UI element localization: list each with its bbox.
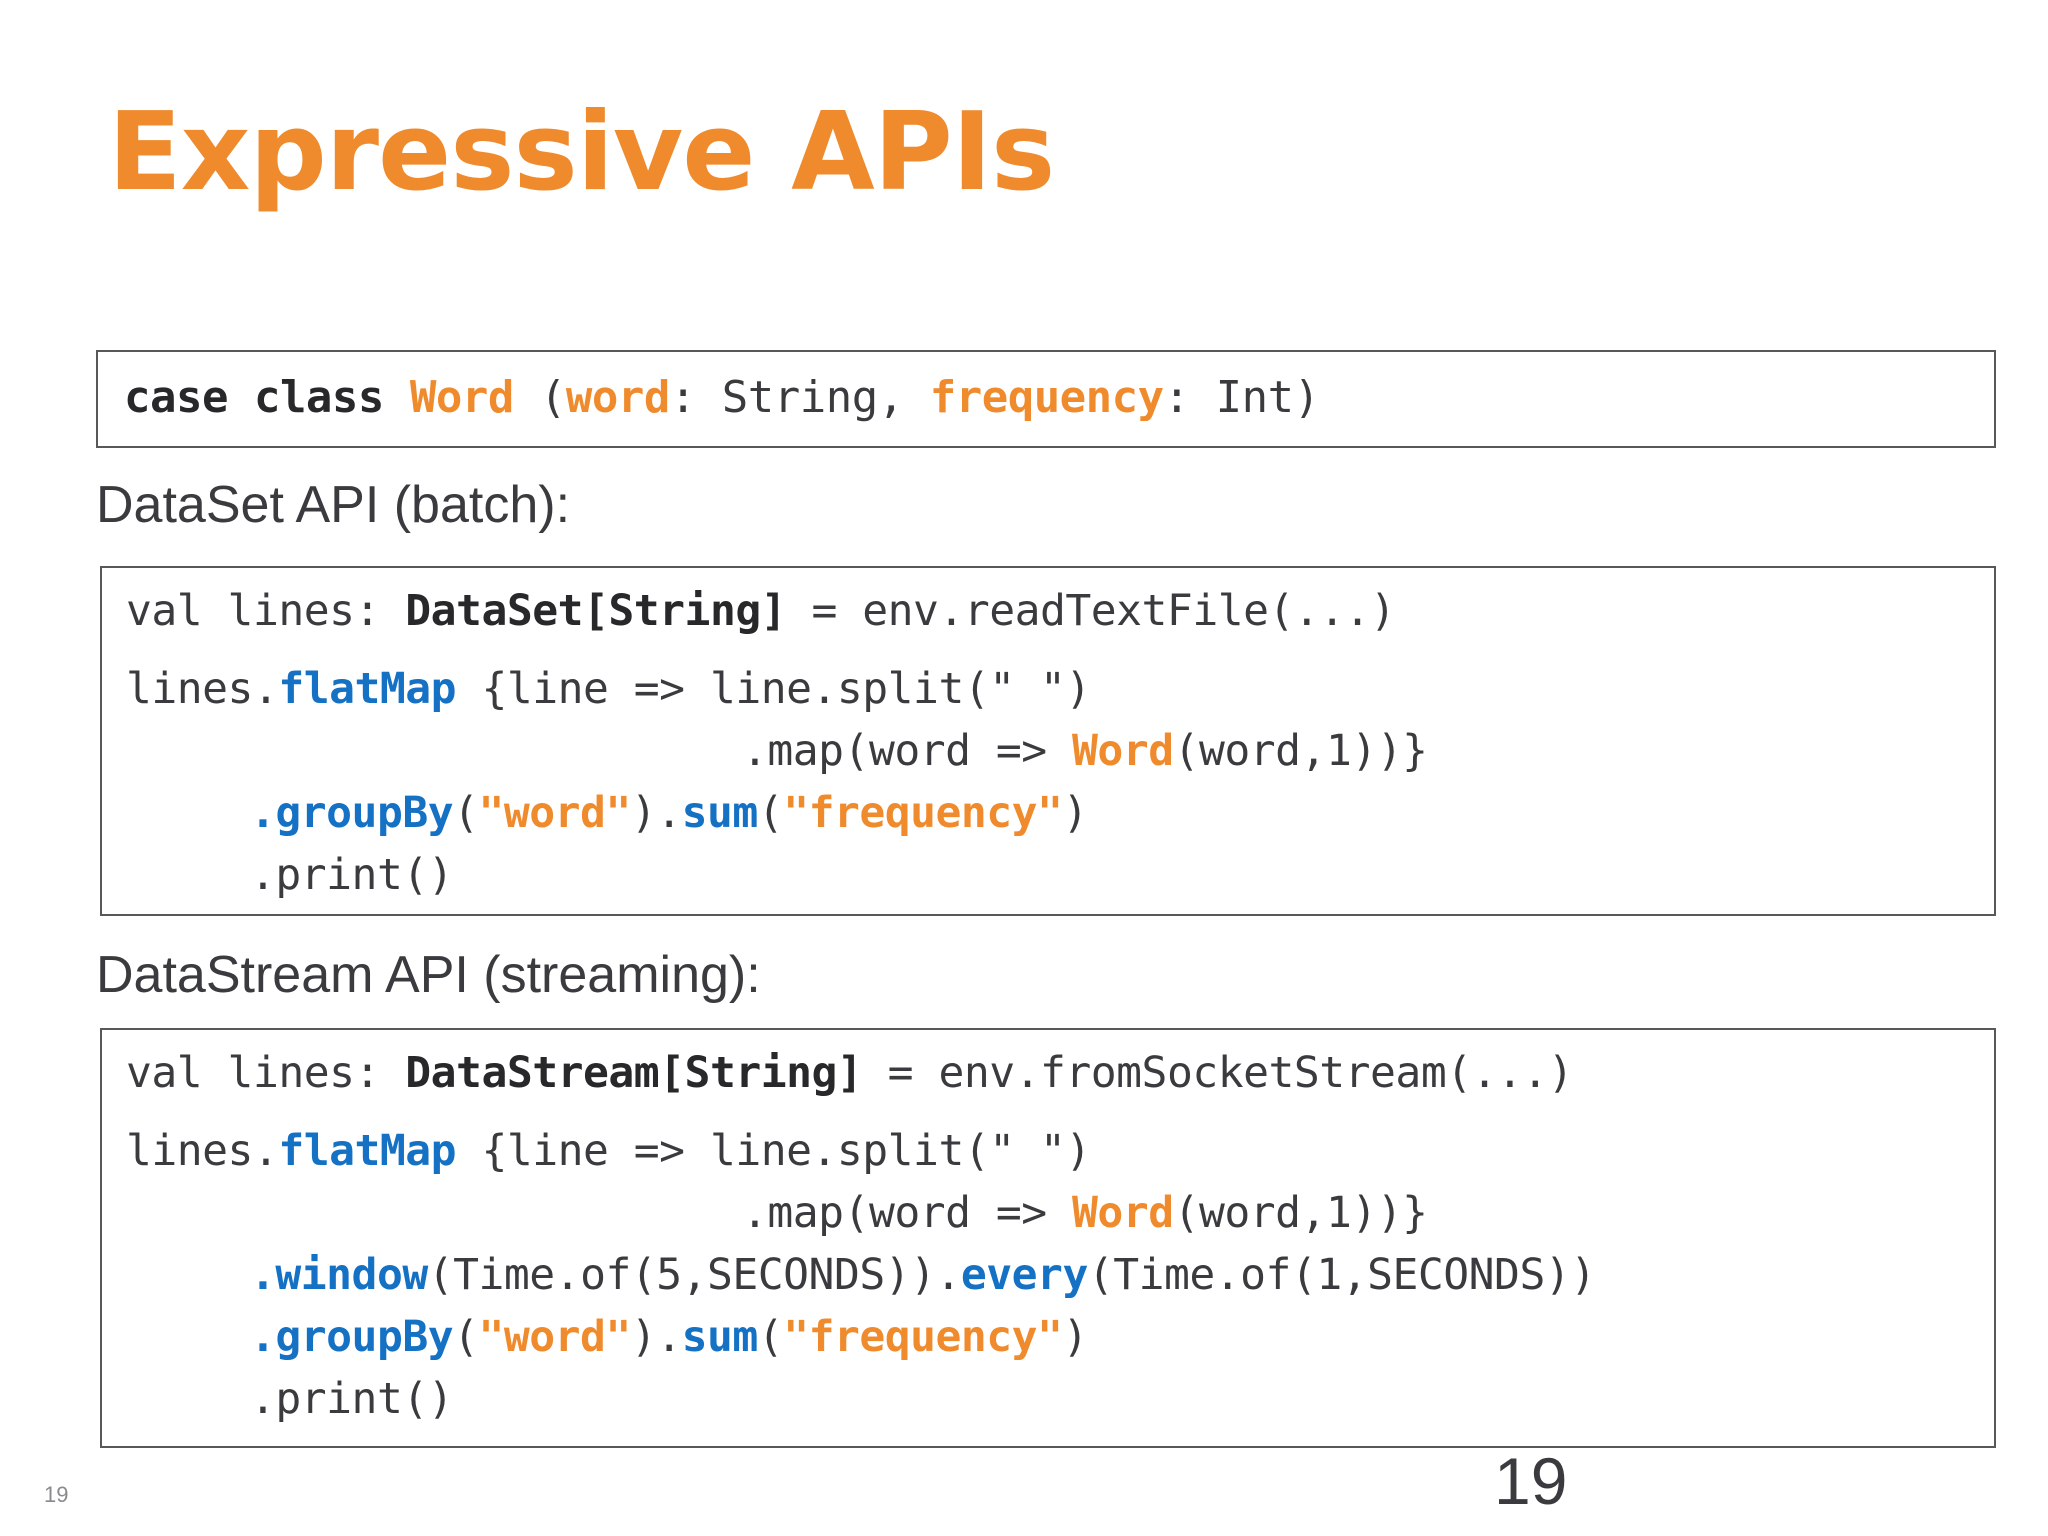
token-method-groupby-stream: groupBy bbox=[275, 1312, 454, 1362]
code-line-dataset-4: .groupBy("word").sum("frequency") bbox=[250, 792, 1088, 835]
token-type-dataset-string: DataSet[String] bbox=[405, 586, 787, 636]
token-paren-close-groupby-stream: ). bbox=[630, 1312, 682, 1362]
code-box-case-class: case class Word (word: String, frequency… bbox=[96, 350, 1996, 448]
token-word-args: (word,1))} bbox=[1173, 726, 1428, 776]
code-box-datastream: val lines: DataStream[String] = env.from… bbox=[100, 1028, 1996, 1448]
page-number-large: 19 bbox=[1494, 1444, 1568, 1518]
token-word-args-stream: (word,1))} bbox=[1173, 1188, 1428, 1238]
code-line-dataset-1: val lines: DataSet[String] = env.readTex… bbox=[126, 590, 1396, 633]
token-method-print-stream: .print() bbox=[250, 1374, 454, 1424]
token-lines-dot: lines. bbox=[126, 664, 279, 714]
code-line-datastream-1: val lines: DataStream[String] = env.from… bbox=[126, 1052, 1574, 1095]
code-line-datastream-4: .window(Time.of(5,SECONDS)).every(Time.o… bbox=[250, 1254, 1596, 1297]
token-every-args: (Time.of(1,SECONDS)) bbox=[1087, 1250, 1596, 1300]
token-param-frequency-type: : Int) bbox=[1163, 372, 1320, 423]
token-type-word-ctor-stream: Word bbox=[1072, 1188, 1174, 1238]
token-read-text-file: = env.readTextFile(...) bbox=[786, 586, 1396, 636]
token-lambda-split-stream: {line => line.split(" ") bbox=[456, 1126, 1091, 1176]
token-method-sum-stream: sum bbox=[681, 1312, 759, 1362]
token-method-flatmap: flatMap bbox=[278, 664, 457, 714]
page-number-small: 19 bbox=[44, 1482, 69, 1507]
page-title: Expressive APIs bbox=[108, 90, 1055, 215]
token-paren-close-sum-stream: ) bbox=[1062, 1312, 1088, 1362]
token-window-args: (Time.of(5,SECONDS)). bbox=[427, 1250, 962, 1300]
token-val-lines-stream: val lines: bbox=[126, 1048, 406, 1098]
token-lambda-split: {line => line.split(" ") bbox=[456, 664, 1091, 714]
token-param-word: word bbox=[565, 372, 670, 423]
token-paren-open-groupby-stream: ( bbox=[453, 1312, 479, 1362]
token-paren-open-sum-stream: ( bbox=[757, 1312, 784, 1362]
token-method-map-stream: .map(word => bbox=[742, 1188, 1073, 1238]
token-method-groupby: groupBy bbox=[275, 788, 454, 838]
token-val-lines: val lines: bbox=[126, 586, 406, 636]
token-lines-dot-stream: lines. bbox=[126, 1126, 279, 1176]
code-line-datastream-6: .print() bbox=[250, 1378, 454, 1421]
token-type-datastream-string: DataStream[String] bbox=[405, 1048, 863, 1098]
token-string-frequency: "frequency" bbox=[783, 788, 1063, 838]
code-line-case-class: case class Word (word: String, frequency… bbox=[124, 376, 1320, 420]
token-string-word-stream: "word" bbox=[478, 1312, 632, 1362]
code-line-dataset-5: .print() bbox=[250, 854, 454, 897]
token-method-window: window bbox=[275, 1250, 428, 1300]
token-string-word: "word" bbox=[478, 788, 632, 838]
section-caption-datastream: DataStream API (streaming): bbox=[96, 946, 761, 1004]
token-method-every: every bbox=[960, 1250, 1088, 1300]
code-line-dataset-3: .map(word => Word(word,1))} bbox=[742, 730, 1428, 773]
token-paren-open-sum: ( bbox=[757, 788, 784, 838]
code-line-datastream-5: .groupBy("word").sum("frequency") bbox=[250, 1316, 1088, 1359]
token-method-flatmap-stream: flatMap bbox=[278, 1126, 457, 1176]
code-line-datastream-2: lines.flatMap {line => line.split(" ") bbox=[126, 1130, 1091, 1173]
token-dot-groupby-stream: . bbox=[250, 1312, 276, 1362]
token-param-word-type: : String, bbox=[669, 372, 930, 423]
token-method-print: .print() bbox=[250, 850, 454, 900]
token-param-frequency: frequency bbox=[929, 372, 1164, 423]
token-type-word: Word bbox=[409, 372, 514, 423]
section-caption-dataset: DataSet API (batch): bbox=[96, 476, 571, 534]
token-type-word-ctor: Word bbox=[1072, 726, 1174, 776]
code-line-datastream-3: .map(word => Word(word,1))} bbox=[742, 1192, 1428, 1235]
code-box-dataset: val lines: DataSet[String] = env.readTex… bbox=[100, 566, 1996, 916]
token-paren-close-groupby: ). bbox=[630, 788, 682, 838]
code-line-dataset-2: lines.flatMap {line => line.split(" ") bbox=[126, 668, 1091, 711]
token-paren-open-groupby: ( bbox=[453, 788, 479, 838]
token-method-sum: sum bbox=[681, 788, 759, 838]
token-from-socket-stream: = env.fromSocketStream(...) bbox=[862, 1048, 1574, 1098]
token-dot-window: . bbox=[250, 1250, 276, 1300]
token-string-frequency-stream: "frequency" bbox=[783, 1312, 1063, 1362]
token-open-paren: ( bbox=[513, 372, 566, 423]
token-keyword-case-class: case class bbox=[124, 372, 410, 423]
token-dot-groupby: . bbox=[250, 788, 276, 838]
token-method-map: .map(word => bbox=[742, 726, 1073, 776]
token-paren-close-sum: ) bbox=[1062, 788, 1088, 838]
